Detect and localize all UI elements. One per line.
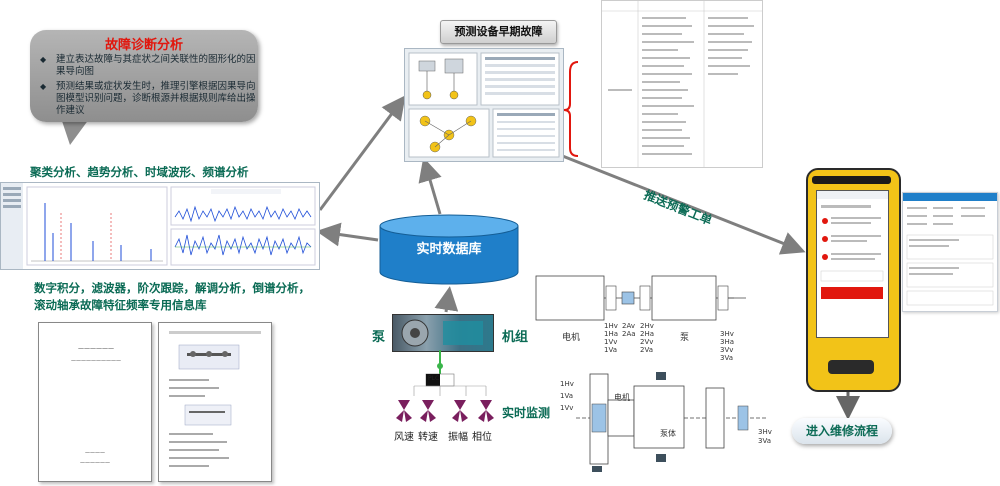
signal-processing-text: 数字积分，滤波器，阶次跟踪，解调分析，倒谱分析，滚动轴承故障特征频率专用信息库: [34, 281, 310, 312]
sensor-icons: [396, 400, 494, 422]
report-content-page: [158, 322, 272, 482]
phone-top-bar: [812, 176, 891, 184]
middle-points-a: 2Av 2Aa: [622, 322, 636, 338]
machine-pump-label: 泵: [680, 333, 690, 343]
middle-points-b: 2Hv 2Ha 2Vv 2Va: [640, 322, 655, 354]
realtime-database: [379, 214, 519, 285]
machine-point-diagram: [535, 275, 746, 321]
arrow-predict-to-phone: [559, 153, 806, 255]
database-label: 实时数据库: [416, 242, 482, 257]
plc-network: [413, 350, 487, 396]
red-bracket: [563, 61, 579, 157]
predict-title: 预测设备早期故障: [440, 20, 557, 44]
sensor-label-amplitude: 振幅: [448, 432, 468, 443]
predict-screenshot: [404, 48, 564, 162]
shaft-right-points: 3Hv 3Va: [758, 428, 772, 445]
diamond-icon: ◆: [40, 55, 47, 64]
pump-points: 3Hv 3Ha 3Vv 3Va: [720, 330, 735, 362]
unit-label: 机组: [502, 330, 529, 345]
shaft-pump-label: 泵体: [660, 429, 676, 438]
sensor-label-speed: 转速: [418, 432, 438, 443]
realtime-monitor-label: 实时监测: [502, 406, 551, 420]
arrow-db-to-analysis: [316, 222, 379, 247]
sensor-label-phase: 相位: [472, 432, 492, 443]
fault-bubble: [30, 30, 258, 122]
phone-buttons[interactable]: [828, 360, 874, 374]
pump-label: 泵: [372, 330, 386, 345]
arrow-analysis-to-predict: [318, 95, 406, 211]
maintenance-flow-button[interactable]: 进入维修流程: [792, 418, 892, 444]
shaft-motor-label: 电机: [614, 393, 630, 402]
motor-points: 1Hv 1Ha 1Vv 1Va: [604, 322, 619, 354]
sensor-label-wind: 风速: [394, 432, 414, 443]
arrow-unit-to-db: [434, 286, 459, 313]
report-cover-page: —————— —————————— ———— ——————: [38, 322, 152, 482]
fault-bubble-title: 故障诊断分析: [104, 38, 183, 53]
rule-table: [601, 0, 763, 168]
analysis-screenshot: [0, 182, 320, 270]
unit-photo: [392, 314, 494, 352]
phone-screen: [816, 190, 889, 338]
shaft-left-points: 1Hv 1Va 1Vv: [560, 380, 574, 412]
analysis-heading: 聚类分析、趋势分析、时域波形、频谱分析: [30, 165, 249, 179]
shaft-diagram: [576, 372, 766, 472]
machine-motor-label: 电机: [562, 333, 581, 343]
plc-label: PLC: [428, 375, 440, 382]
arrow-db-to-predict: [418, 157, 442, 215]
spectrum-thumbnail: [1, 183, 316, 269]
diamond-icon: ◆: [40, 82, 47, 91]
work-order-panel: [902, 192, 998, 312]
